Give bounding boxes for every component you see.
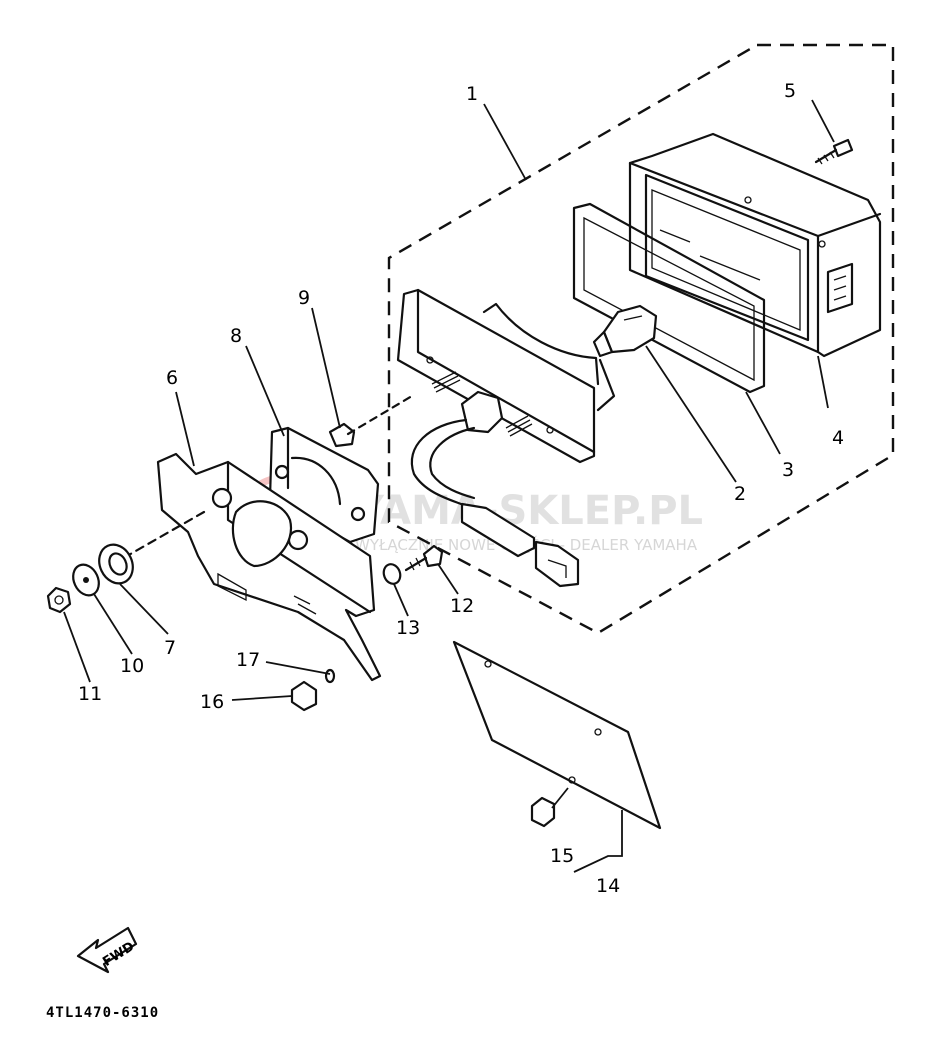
callout-16: 16 bbox=[200, 691, 224, 713]
callout-1: 1 bbox=[466, 83, 478, 105]
callout-17: 17 bbox=[236, 649, 260, 671]
callout-2: 2 bbox=[734, 483, 746, 505]
part-4-lens-housing bbox=[628, 132, 882, 358]
part-12-screw bbox=[404, 544, 444, 572]
part-6-license-bracket bbox=[118, 452, 382, 682]
watermark: YAMA-SKLEP.PL WYŁĄCZNIE NOWE CZĘŚCI - DE… bbox=[236, 474, 703, 566]
callout-14: 14 bbox=[596, 875, 620, 897]
callout-3: 3 bbox=[782, 459, 794, 481]
callout-12: 12 bbox=[450, 595, 474, 617]
callout-11: 11 bbox=[78, 683, 102, 705]
part-3-gasket bbox=[572, 202, 766, 394]
callout-6: 6 bbox=[166, 367, 178, 389]
callout-7: 7 bbox=[164, 637, 176, 659]
part-17-washer bbox=[324, 668, 336, 684]
part-1-base-assembly bbox=[396, 288, 616, 588]
part-10-washer bbox=[72, 563, 100, 597]
drawing-code: 4TL1470-6310 bbox=[46, 1005, 159, 1021]
callouts: 1 2 3 4 5 6 7 8 9 10 11 12 13 14 15 16 1… bbox=[78, 80, 844, 897]
callout-4: 4 bbox=[832, 427, 844, 449]
fwd-arrow-icon: FWD bbox=[76, 926, 137, 974]
part-16-nut bbox=[290, 680, 318, 712]
part-15-nut bbox=[530, 787, 569, 828]
part-14-plate bbox=[452, 640, 662, 830]
part-5-screw bbox=[814, 138, 854, 165]
callout-15: 15 bbox=[550, 845, 574, 867]
part-2-bulb bbox=[592, 304, 658, 358]
callout-10: 10 bbox=[120, 655, 144, 677]
assembly-boundary bbox=[387, 43, 895, 635]
watermark-brand: YAMA-SKLEP.PL bbox=[354, 488, 703, 534]
callout-9: 9 bbox=[298, 287, 310, 309]
callout-13: 13 bbox=[396, 617, 420, 639]
part-13-washer bbox=[382, 563, 402, 585]
part-11-nut bbox=[46, 586, 72, 614]
part-9-bolt bbox=[328, 394, 414, 448]
callout-8: 8 bbox=[230, 325, 242, 347]
part-7-grommet bbox=[98, 543, 134, 585]
callout-5: 5 bbox=[784, 80, 796, 102]
leader-lines bbox=[63, 99, 835, 873]
